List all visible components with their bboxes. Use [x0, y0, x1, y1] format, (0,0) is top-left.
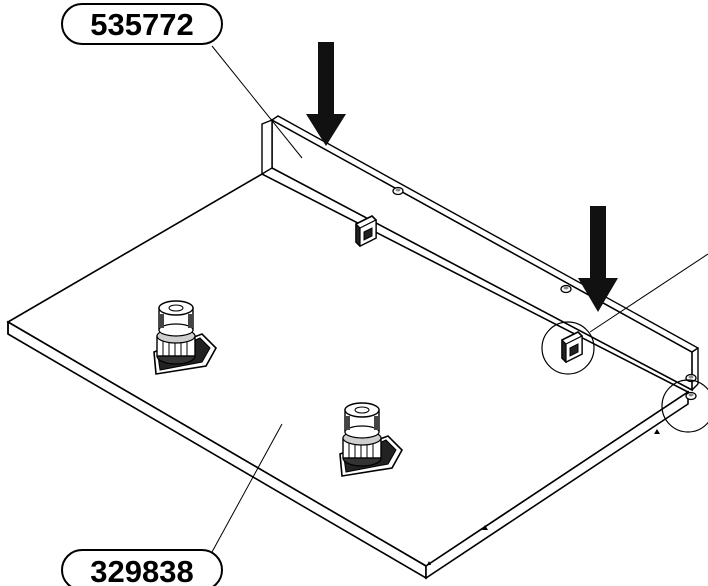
edge-fitting-icon [427, 561, 431, 565]
down-arrow-icon [578, 206, 618, 312]
back-panel-part-number: 535772 [90, 7, 193, 42]
detail-circle-icon [661, 379, 708, 433]
base-panel-part-number: 329838 [90, 554, 193, 586]
edge-fitting-icon [482, 525, 488, 530]
down-arrow-icon [306, 42, 346, 146]
dowel-icon [685, 391, 697, 401]
base-panel [6, 173, 690, 580]
leader-line [211, 423, 283, 553]
detail-leader-line [589, 253, 708, 333]
detail-circle-icon [541, 321, 595, 375]
edge-fitting-icon [654, 429, 660, 434]
label-bubble [61, 549, 223, 586]
leader-line [211, 45, 303, 159]
dowel-icon [560, 284, 572, 294]
part-label-329838: 329838 [61, 423, 283, 586]
part-label-535772: 535772 [61, 3, 303, 159]
dowel-icon [392, 186, 404, 196]
label-bubble [61, 3, 223, 45]
